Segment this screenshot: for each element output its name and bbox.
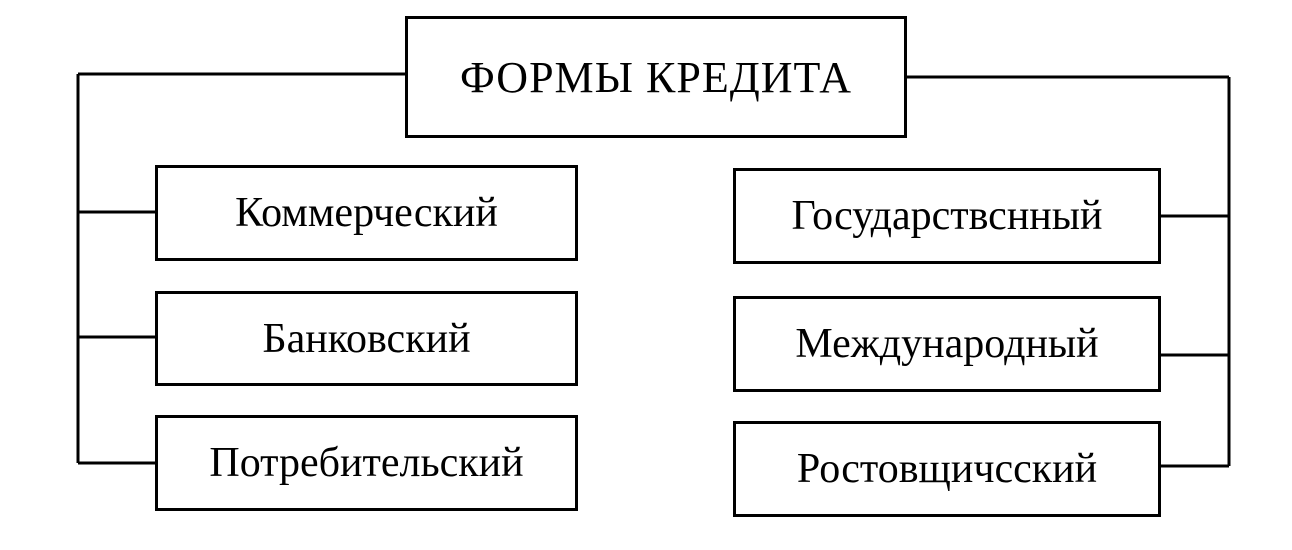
left-node-1-box: Коммерческий bbox=[155, 165, 578, 261]
root-node-box: ФОРМЫ КРЕДИТА bbox=[405, 16, 907, 138]
right-node-1-label: Государствснный bbox=[791, 193, 1103, 239]
left-node-1-label: Коммерческий bbox=[235, 190, 498, 236]
right-node-3-label: Ростовщичсский bbox=[796, 446, 1098, 492]
right-node-3-box: Ростовщичсский bbox=[733, 421, 1161, 517]
root-node-label: ФОРМЫ КРЕДИТА bbox=[460, 52, 852, 102]
right-node-2-box: Международный bbox=[733, 296, 1161, 392]
right-node-2-label: Международный bbox=[795, 321, 1099, 367]
left-node-2-box: Банковский bbox=[155, 291, 578, 386]
left-node-3-label: Потребительский bbox=[209, 440, 524, 486]
left-node-3-box: Потребительский bbox=[155, 415, 578, 511]
right-node-1-box: Государствснный bbox=[733, 168, 1161, 264]
left-node-2-label: Банковский bbox=[262, 315, 471, 362]
